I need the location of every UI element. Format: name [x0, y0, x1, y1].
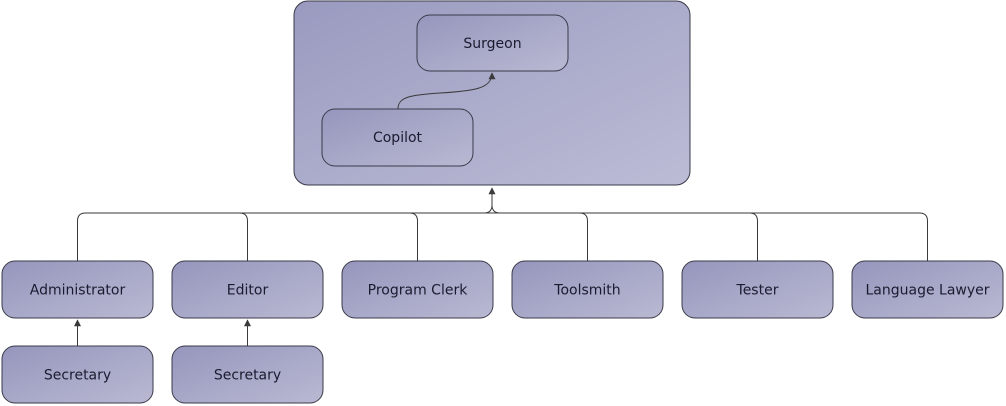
editor-secretary-node-label: Secretary [214, 368, 281, 384]
copilot-node[interactable]: Copilot [321, 108, 474, 167]
team-connectors [74, 187, 928, 346]
administrator-secretary-node-label: Secretary [44, 368, 111, 384]
copilot-label: Copilot [373, 130, 423, 146]
team-bus-line [77, 212, 928, 261]
leader-group: Surgeon Copilot [293, 0, 691, 186]
toolsmith-node[interactable]: Toolsmith [511, 260, 664, 319]
copilot-to-surgeon-connector [397, 72, 496, 110]
team-drop-line [579, 212, 588, 261]
administrator-node[interactable]: Administrator [1, 260, 154, 319]
team-drop-line [409, 212, 418, 261]
editor-node-label: Editor [227, 283, 269, 299]
editor-secretary-node[interactable]: Secretary [171, 345, 324, 404]
program-clerk-node-label: Program Clerk [368, 283, 469, 299]
administrator-secretary-node[interactable]: Secretary [1, 345, 154, 404]
program-clerk-node[interactable]: Program Clerk [341, 260, 494, 319]
team-drop-line [749, 212, 758, 261]
surgeon-node[interactable]: Surgeon [416, 14, 569, 72]
administrator-node-label: Administrator [30, 283, 126, 299]
team-to-leader-connector-right [491, 204, 501, 214]
editor-node[interactable]: Editor [171, 260, 324, 319]
surgeon-label: Surgeon [463, 36, 521, 52]
language-lawyer-node-label: Language Lawyer [865, 283, 989, 299]
language-lawyer-node[interactable]: Language Lawyer [851, 260, 1004, 319]
team-drop-line [239, 212, 248, 261]
tester-node[interactable]: Tester [681, 260, 834, 319]
tester-node-label: Tester [736, 283, 779, 299]
toolsmith-node-label: Toolsmith [553, 283, 620, 299]
team-to-leader-connector [483, 187, 496, 214]
